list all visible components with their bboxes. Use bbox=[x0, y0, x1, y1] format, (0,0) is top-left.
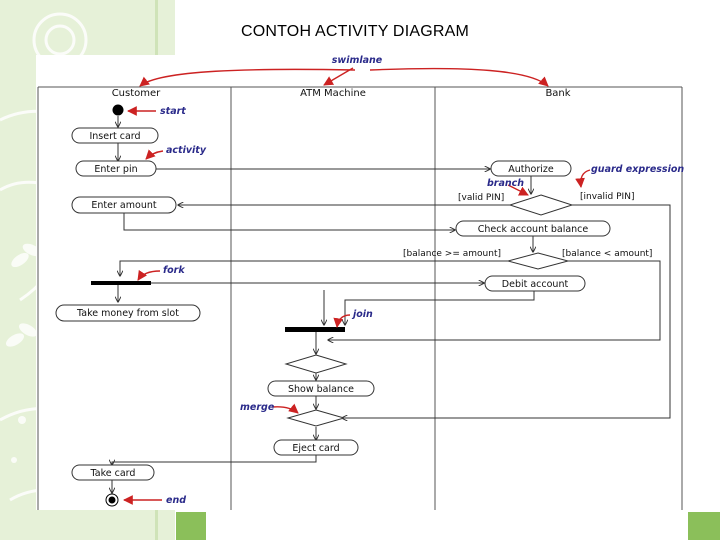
label-authorize: Authorize bbox=[508, 164, 554, 175]
activity-enter-amount bbox=[71, 196, 177, 214]
label-enter-amount: Enter amount bbox=[91, 200, 156, 211]
annotation-arrows bbox=[123, 67, 591, 505]
activity-enter-pin bbox=[75, 160, 157, 177]
activity-authorize bbox=[490, 160, 572, 177]
label-take-card: Take card bbox=[90, 468, 136, 479]
control-flows bbox=[112, 116, 671, 493]
lane-atm-machine: ATM Machine bbox=[300, 88, 366, 99]
activity-insert-card bbox=[71, 127, 159, 144]
annotation-swimlane: swimlane bbox=[332, 55, 383, 66]
merge-diamond-2 bbox=[286, 409, 346, 427]
label-eject-card: Eject card bbox=[292, 443, 339, 454]
decision-balance bbox=[506, 252, 570, 270]
start-node bbox=[112, 104, 124, 116]
merge-diamond-1 bbox=[284, 354, 348, 374]
activity-show-balance bbox=[267, 380, 375, 397]
activity-take-card bbox=[71, 464, 155, 481]
annotation-fork: fork bbox=[163, 265, 185, 276]
annotation-activity: activity bbox=[166, 145, 207, 156]
activity-debit-account bbox=[484, 275, 586, 292]
end-node-inner bbox=[108, 496, 116, 504]
label-insert-card: Insert card bbox=[89, 131, 140, 142]
slide-title: CONTOH ACTIVITY DIAGRAM bbox=[240, 23, 470, 40]
activity-check-balance bbox=[455, 220, 611, 237]
lane-customer: Customer bbox=[112, 88, 161, 99]
annotation-branch: branch bbox=[487, 178, 524, 189]
activity-eject-card bbox=[273, 439, 359, 456]
label-enter-pin: Enter pin bbox=[94, 164, 137, 175]
label-take-money: Take money from slot bbox=[76, 308, 179, 319]
label-show-balance: Show balance bbox=[288, 384, 354, 395]
activity-take-money bbox=[55, 304, 201, 322]
lane-bank: Bank bbox=[545, 88, 570, 99]
join-bar bbox=[285, 327, 345, 332]
guard-balance-ge: [balance >= amount] bbox=[403, 249, 501, 259]
annotation-join: join bbox=[351, 309, 373, 320]
annotation-start: start bbox=[160, 106, 186, 117]
guard-invalid-pin: [invalid PIN] bbox=[580, 192, 634, 202]
annotation-end: end bbox=[166, 495, 186, 506]
fork-bar bbox=[91, 281, 151, 285]
decision-pin bbox=[508, 194, 574, 216]
annotation-guard-expression: guard expression bbox=[591, 164, 684, 175]
swimlane-frame bbox=[37, 86, 683, 510]
guard-valid-pin: [valid PIN] bbox=[458, 193, 504, 203]
label-check-balance: Check account balance bbox=[478, 224, 589, 235]
label-debit-account: Debit account bbox=[502, 279, 569, 290]
guard-balance-lt: [balance < amount] bbox=[562, 249, 652, 259]
annotation-merge: merge bbox=[240, 402, 275, 413]
